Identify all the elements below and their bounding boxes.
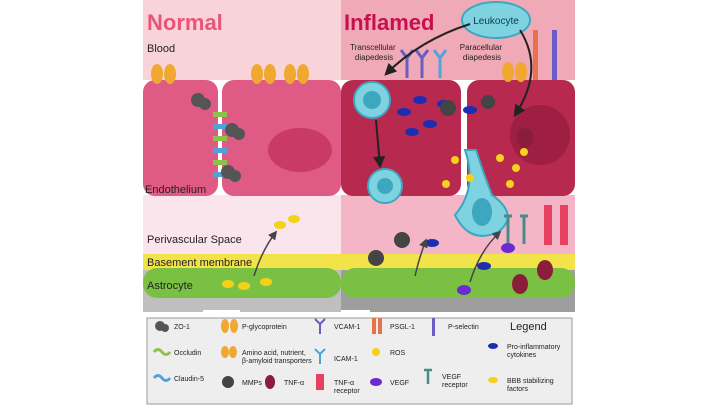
diapedesis-arrows — [384, 23, 533, 117]
legend-item-occludin: Occludin — [152, 348, 201, 357]
p-glycoprotein-icon — [221, 319, 238, 333]
legend-item-mmp: MMPs — [222, 376, 262, 388]
icam1-icon — [314, 348, 326, 364]
region-label-perivascular: Perivascular Space — [147, 234, 242, 246]
psgl1-icon — [372, 318, 382, 334]
tnf-receptor-icon — [316, 374, 324, 390]
bbb-factors-normal — [222, 215, 300, 290]
legend-label-tnf: TNF-α — [284, 380, 304, 387]
legend-item-vcam: VCAM-1 — [314, 318, 361, 334]
leukocyte-top: Leukocyte — [461, 1, 531, 39]
legend-label-vcam: VCAM-1 — [334, 324, 361, 331]
nucleus-normal — [268, 128, 332, 172]
legend-item-pgp: P-glycoprotein — [221, 319, 287, 333]
leukocyte-transcellular — [353, 81, 403, 204]
tnf-alpha-inflamed — [512, 128, 553, 294]
region-label-basement: Basement membrane — [147, 257, 252, 269]
bbb-factors-inflamed-arrows — [414, 230, 502, 283]
claudin5-icon — [152, 374, 172, 382]
legend-label-psel: P-selectin — [448, 324, 479, 331]
legend-label-transporter: Amino acid, nutrient,β-amyloid transport… — [242, 350, 312, 365]
legend-label-psgl: PSGL-1 — [390, 324, 415, 331]
legend-item-icam: ICAM-1 — [314, 348, 358, 364]
tight-junction-normal — [213, 112, 227, 177]
vegf-inflamed — [457, 243, 515, 295]
receptors-inflamed-apical — [399, 30, 557, 82]
legend-item-tnf: TNF-α — [265, 375, 304, 389]
endothelium-normal — [143, 80, 341, 196]
legend-item-vegf: VEGF — [370, 378, 409, 387]
legend-label-ros: ROS — [390, 350, 406, 357]
vegf-receptor-icon — [424, 368, 432, 384]
legend-item-psel: P-selectin — [432, 318, 479, 336]
leukocyte-label: Leukocyte — [473, 16, 519, 27]
bbb-factor-icon — [488, 377, 498, 383]
legend-panel: Legend ZO-1 P-glycoprotein VCAM-1 PSGL-1 P-s… — [146, 317, 573, 405]
region-label-endothelium: Endothelium — [145, 184, 206, 196]
legend-item-zo1: ZO-1 — [155, 321, 190, 332]
cytokine-icon — [488, 343, 498, 349]
panel-title-inflamed: Inflamed — [344, 10, 434, 35]
ros-icon — [372, 348, 380, 356]
mmp-inflamed — [368, 95, 495, 266]
region-label-blood: Blood — [147, 43, 175, 55]
legend-item-psgl: PSGL-1 — [372, 318, 415, 334]
vcam1-icon — [314, 318, 326, 334]
legend-title: Legend — [510, 321, 547, 333]
tnf-alpha-icon — [265, 375, 275, 389]
vegf-receptors-inflamed — [504, 205, 568, 245]
region-label-astrocyte: Astrocyte — [147, 280, 193, 292]
zo1-cluster-normal — [191, 93, 245, 182]
vegf-icon — [370, 378, 382, 386]
callout-transcellular: Transcellular diapedesis — [350, 43, 398, 62]
panel-title-normal: Normal — [147, 10, 223, 35]
legend-label-claudin: Claudin-5 — [174, 376, 204, 383]
legend-item-ros: ROS — [372, 348, 406, 357]
p-glycoprotein-normal — [151, 64, 309, 84]
mmp-icon — [222, 376, 234, 388]
legend-item-claudin: Claudin-5 — [152, 374, 204, 383]
legend-label-occludin: Occludin — [174, 350, 201, 357]
legend-label-vegf: VEGF — [390, 380, 409, 387]
occludin-icon — [152, 348, 172, 356]
legend-label-icam: ICAM-1 — [334, 356, 358, 363]
p-selectin-icon — [432, 318, 435, 336]
transporter-icon — [221, 346, 237, 358]
ros-inflamed — [442, 148, 528, 188]
basement-membrane-band — [143, 254, 575, 270]
callout-paracellular: Paracellular diapedesis — [460, 43, 504, 62]
legend-label-pgp: P-glycoprotein — [242, 324, 287, 331]
zo1-icon — [155, 321, 169, 332]
legend-label-mmp: MMPs — [242, 380, 262, 387]
legend-label-zo1: ZO-1 — [174, 324, 190, 331]
legend-item-transporter: Amino acid, nutrient,β-amyloid transport… — [221, 346, 312, 365]
